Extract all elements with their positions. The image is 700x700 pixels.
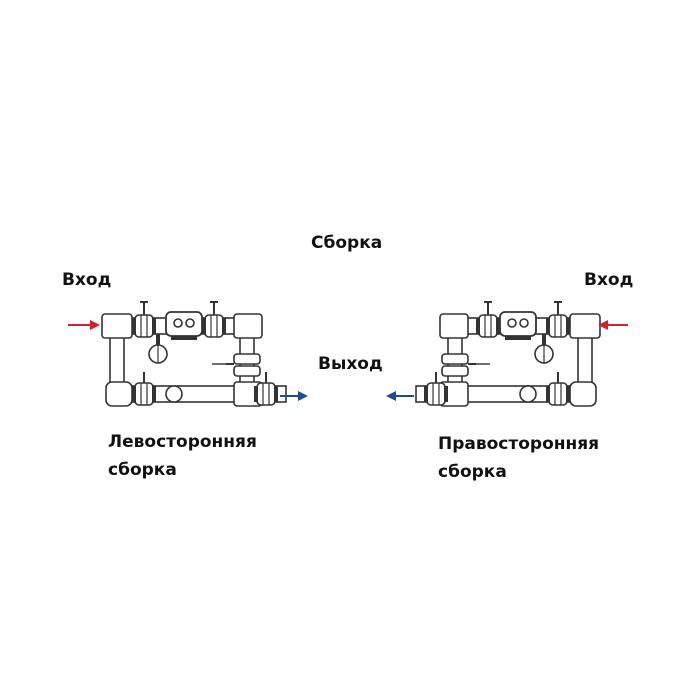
left-caption-line2: сборка (108, 460, 177, 480)
diagram-title: Сборка (311, 233, 383, 253)
left-assembly (102, 302, 286, 406)
right-inlet-label: Вход (584, 270, 634, 290)
left-caption-line1: Левосторонняя (108, 432, 257, 452)
right-inlet-arrow (598, 320, 628, 330)
right-caption-line2: сборка (438, 462, 507, 482)
left-inlet-label: Вход (62, 270, 112, 290)
right-assembly (416, 302, 600, 406)
left-inlet-arrow (68, 320, 100, 330)
left-outlet-arrow (280, 391, 308, 401)
right-outlet-arrow (386, 391, 414, 401)
outlet-label: Выход (318, 354, 383, 374)
right-caption-line1: Правосторонняя (438, 434, 600, 454)
